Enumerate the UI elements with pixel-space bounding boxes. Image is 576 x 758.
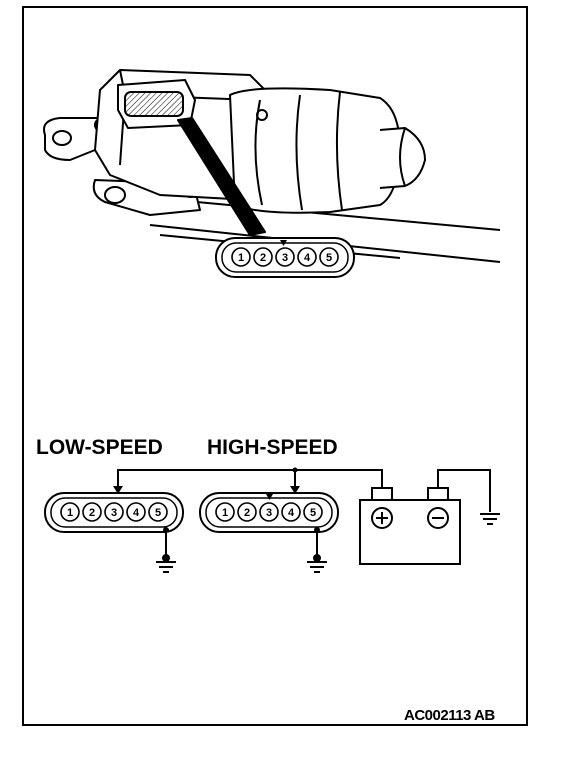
connector-pin (303, 502, 323, 522)
low-speed-label: LOW-SPEED (36, 436, 163, 459)
connector-pin (237, 502, 257, 522)
pin-number: 5 (310, 507, 316, 519)
diagram-frame (22, 6, 528, 726)
ground-icon (307, 554, 327, 573)
battery (359, 487, 461, 565)
figure-id: AC002113 AB (404, 707, 495, 724)
connector-pin (60, 502, 80, 522)
pin-number: 5 (326, 252, 332, 264)
high-speed-label: HIGH-SPEED (207, 436, 338, 459)
pin-number: 3 (111, 507, 117, 519)
pin-number: 3 (266, 507, 272, 519)
low-speed-connector: 1 2 3 4 5 (44, 492, 184, 533)
pin-number: 5 (155, 507, 161, 519)
pin-number: 2 (89, 507, 95, 519)
pin-number: 1 (238, 252, 244, 264)
arrow-icon (113, 486, 123, 494)
connector-pin (82, 502, 102, 522)
pin-number: 2 (244, 507, 250, 519)
connector-pin (148, 502, 168, 522)
pin-number: 2 (260, 252, 266, 264)
polarity-key-icon (266, 494, 273, 500)
connector-pin (319, 247, 339, 267)
ground-icon (480, 513, 500, 525)
connector-pin (104, 502, 124, 522)
pin-number: 1 (67, 507, 73, 519)
negative-terminal (427, 487, 449, 501)
high-speed-connector: 1 2 3 4 5 (199, 492, 339, 533)
connector-pin (231, 247, 251, 267)
connector-pin (215, 502, 235, 522)
connector-pin (275, 247, 295, 267)
connector-pin (253, 247, 273, 267)
wire-battery-negative (437, 469, 491, 512)
connector-pin (126, 502, 146, 522)
pin-number: 4 (133, 507, 140, 519)
motor-connector-detail: 1 2 3 4 5 (215, 237, 355, 278)
pin-number: 4 (304, 252, 311, 264)
ground-icon (156, 554, 176, 573)
connector-pin (281, 502, 301, 522)
arrow-icon (290, 486, 300, 494)
connector-pin (259, 502, 279, 522)
pin-number: 1 (222, 507, 228, 519)
pin-number: 3 (282, 252, 288, 264)
positive-terminal (371, 487, 393, 501)
polarity-key-icon (280, 240, 287, 246)
wire-battery-positive (117, 469, 383, 492)
pin-number: 4 (288, 507, 295, 519)
connector-pin (297, 247, 317, 267)
wiper-motor-illustration (43, 69, 501, 263)
